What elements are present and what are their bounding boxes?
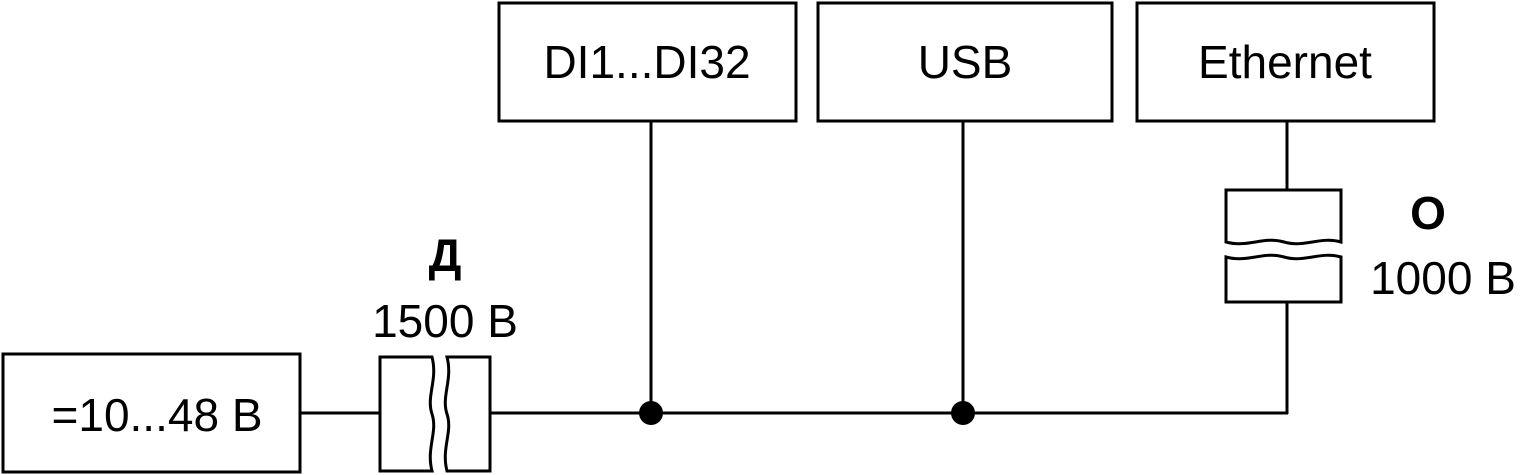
- ethernet-isolation-type: О: [1410, 187, 1446, 239]
- di-block: DI1...DI32: [497, 1, 798, 123]
- junction-dot-di: [639, 401, 663, 425]
- wires: [300, 121, 1289, 415]
- junction-dot-usb: [951, 401, 975, 425]
- ethernet-label: Ethernet: [1198, 36, 1372, 88]
- ethernet-block: Ethernet: [1135, 1, 1436, 123]
- di-label: DI1...DI32: [543, 36, 750, 88]
- ethernet-isolation-barrier: [1224, 188, 1343, 304]
- power-isolation-barrier: [378, 355, 492, 473]
- power-isolation-voltage: 1500 В: [372, 295, 518, 347]
- ethernet-isolation-voltage: 1000 В: [1370, 252, 1516, 304]
- usb-block: USB: [816, 1, 1114, 123]
- power-supply-label: =10...48 В: [52, 389, 263, 441]
- power-isolation-type: Д: [429, 229, 462, 281]
- usb-label: USB: [918, 36, 1013, 88]
- power-supply-block: =10...48 В: [1, 352, 302, 474]
